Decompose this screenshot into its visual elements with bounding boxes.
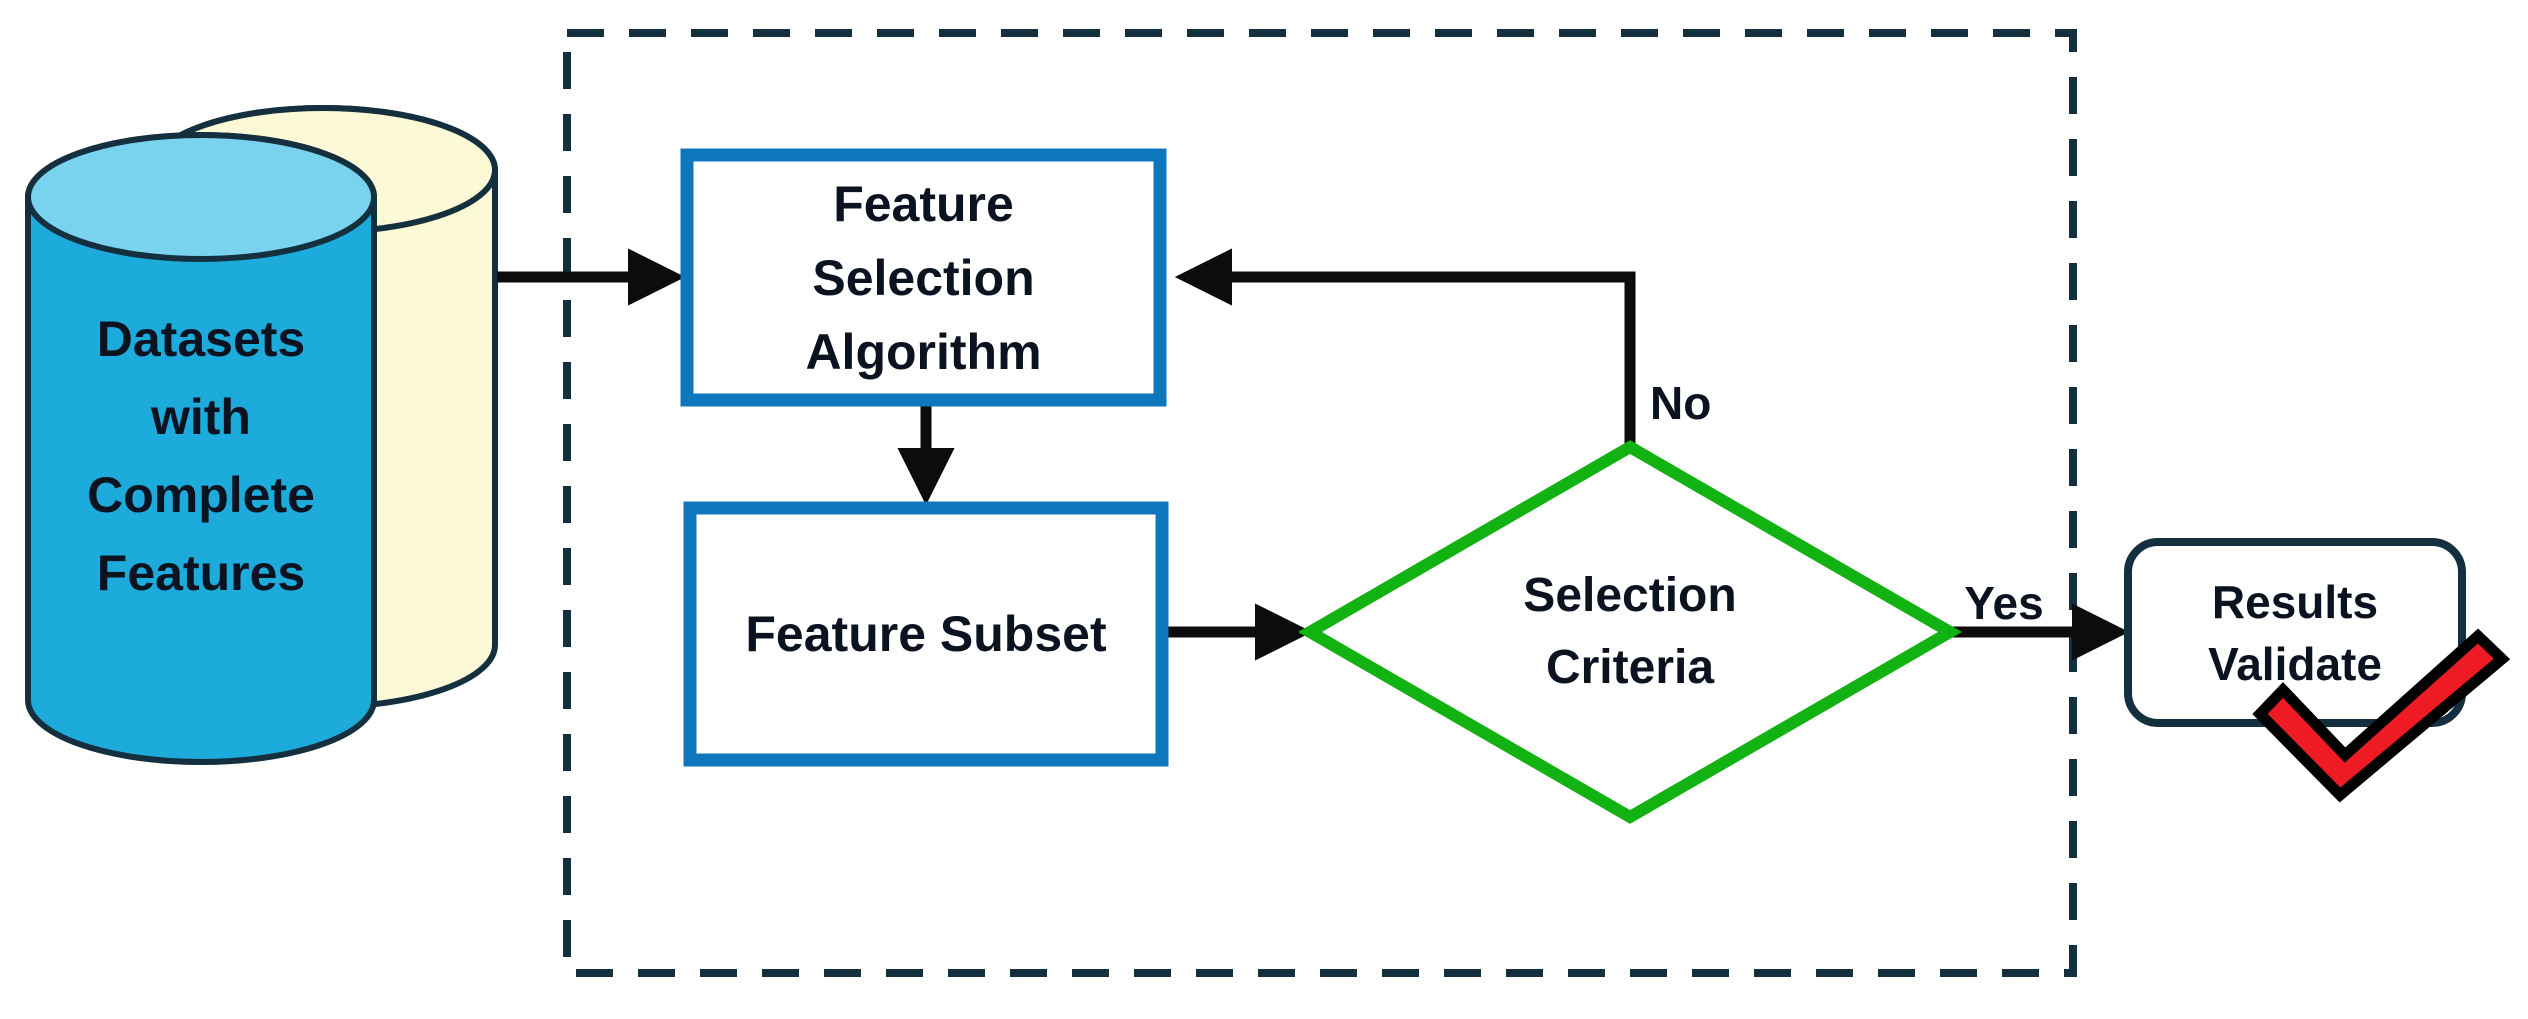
dashed-boundary (563, 29, 2077, 977)
feature-subset-box (683, 501, 1169, 767)
feature-selection-box (680, 148, 1167, 407)
checkmark-icon (2252, 628, 2511, 803)
selection-criteria-diamond (1298, 440, 1962, 824)
front-cylinder-top (25, 132, 377, 262)
datasets-node (25, 105, 498, 765)
arrow-decision-no-feedback (1174, 248, 1636, 450)
